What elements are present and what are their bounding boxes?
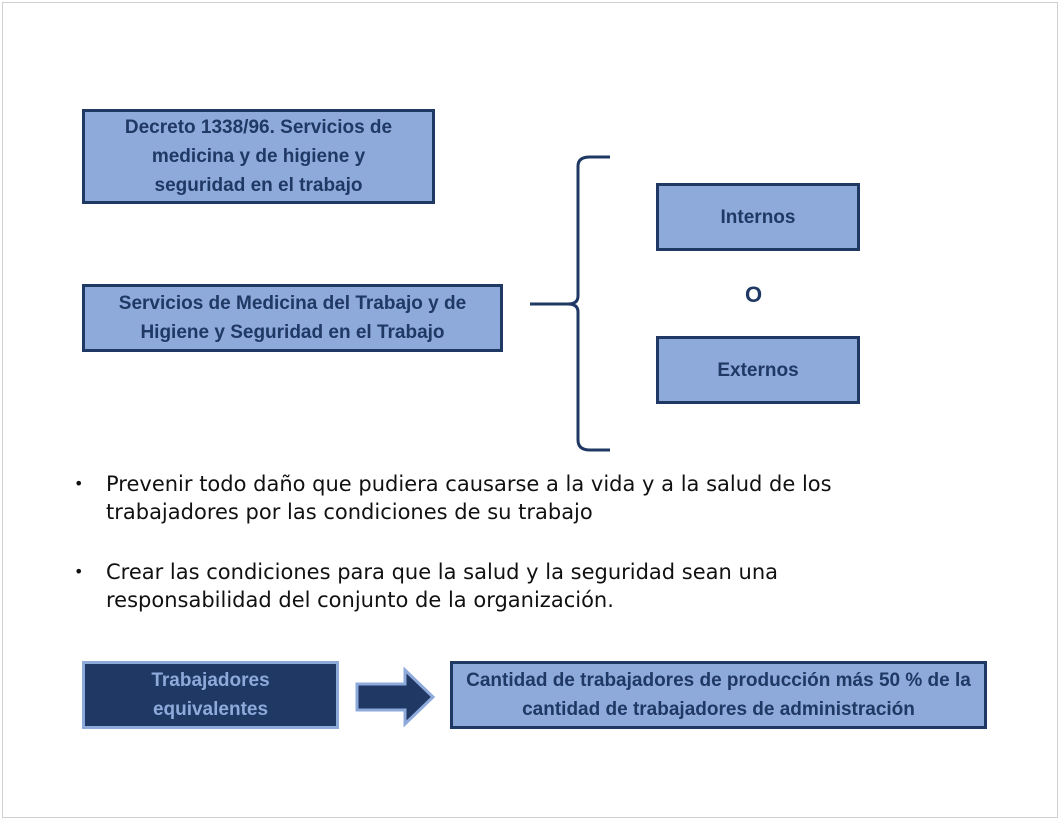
- bullet-text: Crear las condiciones para que la salud …: [106, 560, 778, 612]
- brace-icon: [530, 155, 610, 452]
- definition-box: Cantidad de trabajadores de producción m…: [450, 661, 987, 729]
- bullet-text: Prevenir todo daño que pudiera causarse …: [106, 472, 832, 524]
- bullet-marker: •: [74, 562, 84, 581]
- separator-o: O: [745, 282, 763, 307]
- bullet-item: • Prevenir todo daño que pudiera causars…: [74, 470, 926, 526]
- trabajadores-equivalentes-box: Trabajadores equivalentes: [82, 661, 339, 729]
- bullet-marker: •: [74, 474, 84, 493]
- internos-box: Internos: [656, 183, 860, 251]
- bullet-item: • Crear las condiciones para que la salu…: [74, 558, 926, 614]
- arrow-right-icon: [355, 666, 436, 728]
- externos-box: Externos: [656, 336, 860, 404]
- servicios-box: Servicios de Medicina del Trabajo y de H…: [82, 284, 503, 352]
- decreto-box: Decreto 1338/96. Servicios de medicina y…: [82, 109, 435, 204]
